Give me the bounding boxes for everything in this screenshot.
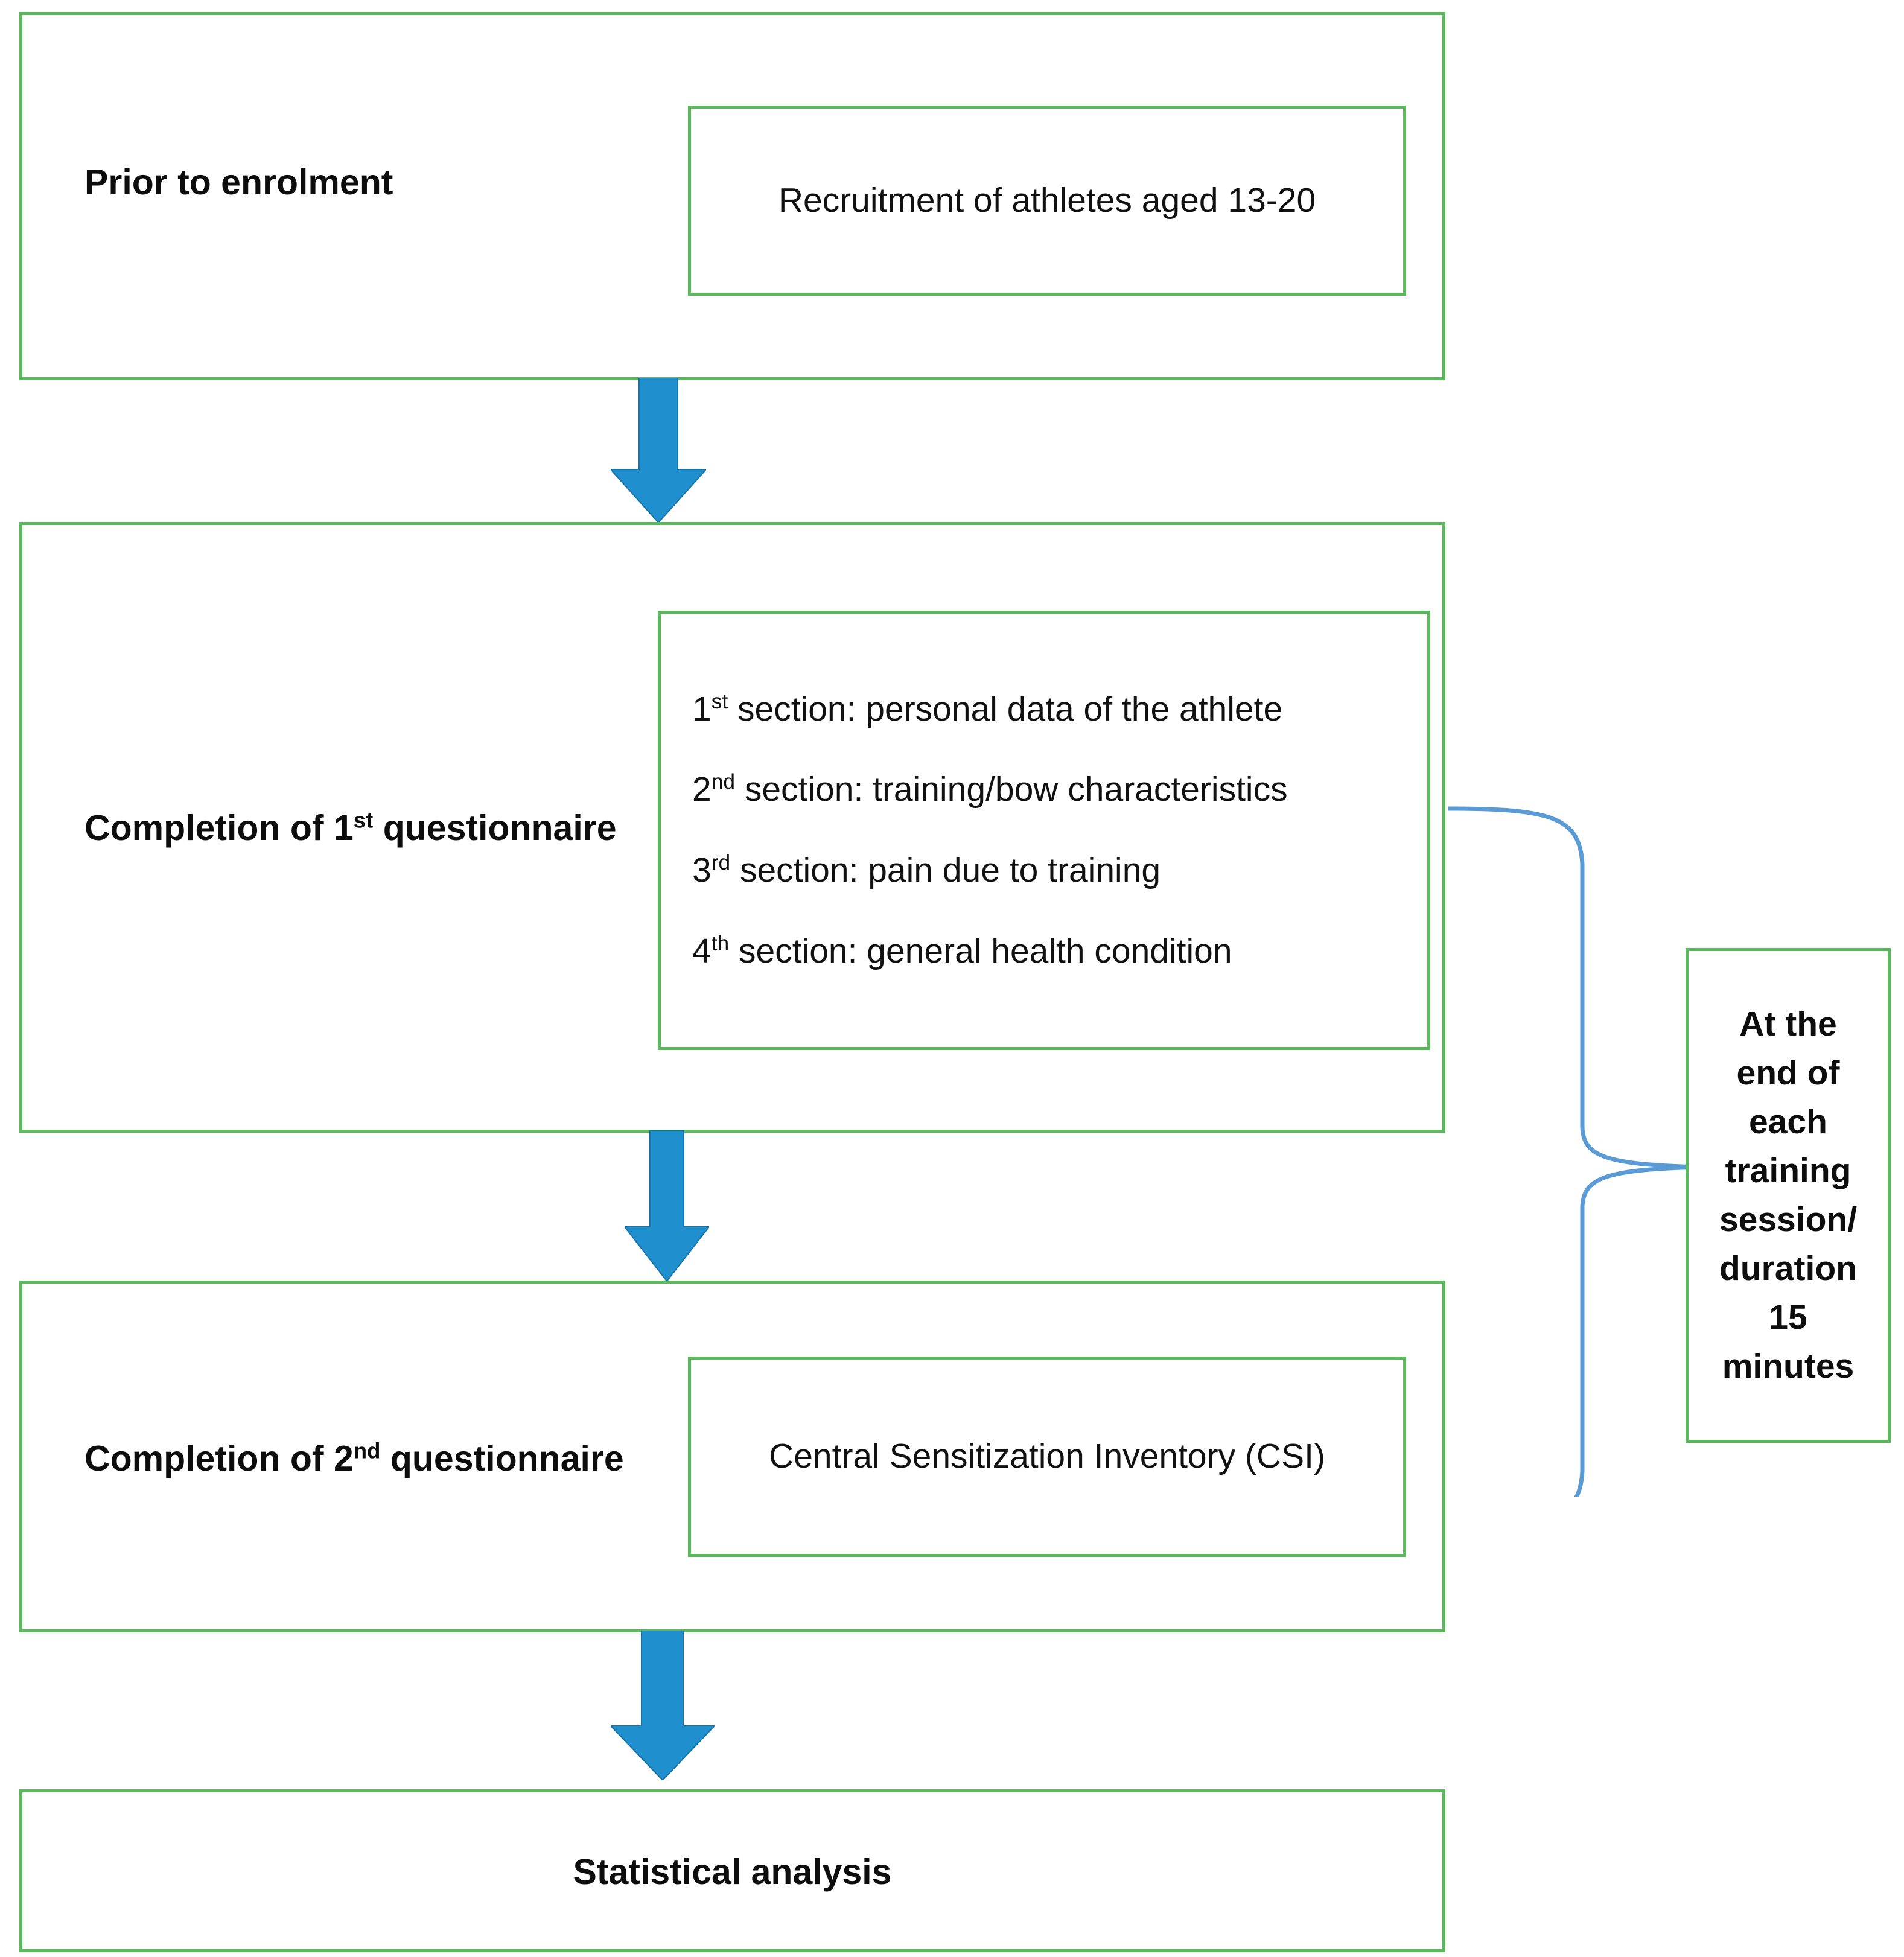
stage-label-first-questionnaire: Completion of 1st questionnaire [84,809,617,848]
arrow-q1-to-q2 [625,1130,709,1281]
questionnaire-section-2-sup: nd [711,770,735,794]
timing-note-line-6: duration [1719,1249,1857,1288]
timing-note-line-5: session/ [1719,1200,1858,1239]
questionnaire-section-2: 2nd section: training/bow characteristic… [661,770,1427,810]
questionnaire-section-1-sup: st [711,689,728,713]
inner-box-questionnaire-sections: 1st section: personal data of the athlet… [658,611,1430,1050]
questionnaire-section-2-text: section: training/bow characteristics [735,770,1288,809]
stage-label-prior-to-enrolment: Prior to enrolment [84,162,393,202]
stage-label-second-questionnaire: Completion of 2nd questionnaire [84,1439,624,1478]
stage-label-first-questionnaire-suffix: questionnaire [373,808,617,848]
timing-note-line-7: 15 [1769,1297,1807,1337]
questionnaire-section-4-ordinal: 4 [692,931,712,970]
stage-label-second-questionnaire-suffix: questionnaire [380,1439,624,1478]
questionnaire-section-3: 3rd section: pain due to training [661,851,1427,891]
inner-box-csi: Central Sensitization Inventory (CSI) [688,1357,1406,1557]
questionnaire-section-4-text: section: general health condition [729,931,1232,970]
timing-note-line-1: At the [1739,1005,1837,1044]
questionnaire-section-3-text: section: pain due to training [730,851,1161,889]
timing-note-line-4: training [1725,1151,1851,1191]
timing-note-line-8: minutes [1722,1346,1855,1386]
timing-note-line-3: each [1749,1103,1827,1142]
csi-text: Central Sensitization Inventory (CSI) [769,1437,1325,1476]
timing-note-line-2: end of [1736,1054,1840,1093]
questionnaire-section-3-sup: rd [711,851,731,874]
questionnaire-section-4: 4th section: general health condition [661,932,1427,972]
questionnaire-section-4-sup: th [711,931,730,955]
questionnaire-section-1-ordinal: 1 [692,689,712,728]
brace-connector [1448,797,1702,1497]
recruitment-text: Recruitment of athletes aged 13-20 [778,180,1316,220]
questionnaire-section-3-ordinal: 3 [692,851,712,889]
stage-label-first-questionnaire-sup: st [353,807,374,833]
questionnaire-section-1: 1st section: personal data of the athlet… [661,690,1427,730]
stage-label-statistical-analysis: Statistical analysis [573,1852,892,1892]
stage-label-first-questionnaire-prefix: Completion of 1 [84,808,354,848]
stage-box-statistical-analysis [19,1789,1445,1952]
inner-box-recruitment: Recruitment of athletes aged 13-20 [688,106,1406,296]
timing-note-text: At the end of each training session/ dur… [1713,1000,1863,1391]
stage-label-second-questionnaire-sup: nd [353,1438,381,1463]
questionnaire-section-1-text: section: personal data of the athlete [728,689,1283,728]
timing-note-box: At the end of each training session/ dur… [1686,948,1891,1443]
arrow-enrolment-to-q1 [611,378,706,523]
arrow-q2-to-analysis [611,1631,715,1780]
stage-label-second-questionnaire-prefix: Completion of 2 [84,1439,354,1478]
questionnaire-section-2-ordinal: 2 [692,770,712,809]
questionnaire-section-list: 1st section: personal data of the athlet… [661,690,1427,971]
